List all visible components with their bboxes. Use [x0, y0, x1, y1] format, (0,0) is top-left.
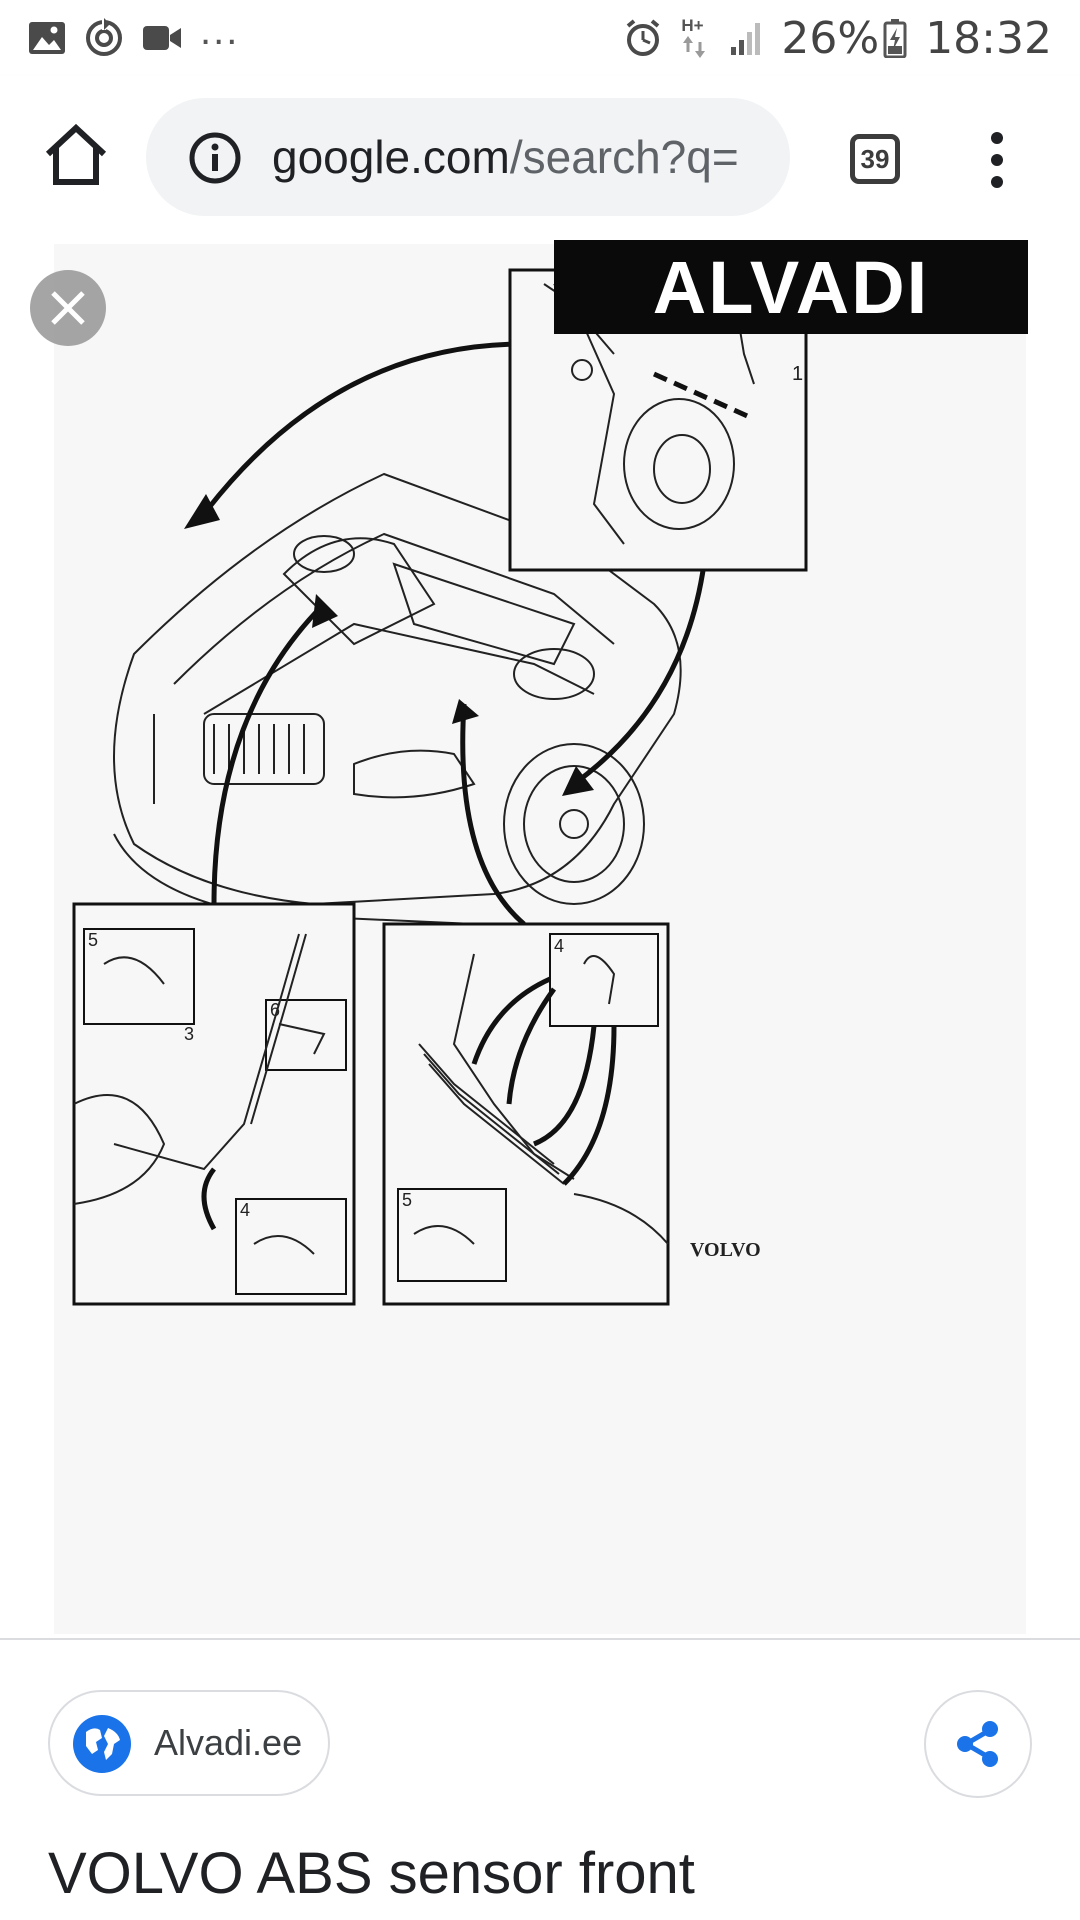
network-type: H+ [681, 16, 711, 60]
info-icon[interactable] [188, 131, 242, 185]
signal-icon [731, 23, 761, 55]
callout-1: 1 [792, 363, 803, 385]
callout-5b: 5 [402, 1190, 412, 1210]
callout-4a: 4 [240, 1200, 250, 1220]
more-notifications: ... [200, 8, 240, 53]
share-icon [957, 1721, 998, 1767]
volvo-mark: VOLVO [690, 1239, 761, 1261]
address-bar[interactable]: google.com/search?q= [146, 98, 790, 216]
url-host: google.com [272, 131, 510, 183]
status-right: H+ 26% 18:32 [623, 13, 1052, 64]
image-viewer: 2 1 5 6 3 4 [0, 240, 1080, 1638]
source-link[interactable]: Alvadi.ee [48, 1690, 330, 1796]
menu-button[interactable] [974, 128, 1020, 192]
status-left: ... [28, 9, 239, 58]
abs-sensor-diagram: 2 1 5 6 3 4 [72, 268, 808, 1306]
callout-4b: 4 [554, 936, 564, 956]
share-button[interactable] [924, 1690, 1032, 1798]
home-icon [45, 123, 107, 185]
sync-icon [86, 18, 122, 56]
preview-image[interactable]: 2 1 5 6 3 4 [54, 244, 1026, 1634]
callout-6: 6 [270, 1000, 280, 1020]
status-bar: ... H+ 26% 18:32 [0, 0, 1080, 76]
gallery-icon [29, 22, 65, 54]
video-icon [143, 26, 181, 50]
result-title[interactable]: VOLVO ABS sensor front [48, 1841, 695, 1906]
url-text[interactable]: google.com/search?q= [272, 98, 772, 216]
home-button[interactable] [40, 120, 112, 192]
alvadi-watermark-text: ALVADI [652, 245, 930, 329]
close-button[interactable] [30, 270, 106, 346]
tab-switcher-button[interactable]: 39 [850, 134, 900, 184]
browser-toolbar: google.com/search?q= 39 [0, 76, 1080, 240]
globe-icon [73, 1715, 131, 1773]
alvadi-watermark: ALVADI [554, 240, 1028, 334]
clock: 18:32 [925, 12, 1052, 64]
url-path: /search?q= [509, 131, 739, 183]
source-site-name: Alvadi.ee [154, 1722, 303, 1763]
close-icon [51, 291, 85, 325]
data-arrows-icon [683, 36, 706, 58]
battery-percent: 26% [781, 12, 880, 64]
battery-icon [883, 19, 907, 58]
callout-5: 5 [88, 930, 98, 950]
tab-count: 39 [860, 143, 890, 174]
alarm-icon [627, 19, 660, 56]
divider [0, 1638, 1080, 1640]
more-vert-icon [991, 132, 1003, 188]
callout-3: 3 [184, 1024, 194, 1044]
network-type-label: H+ [681, 16, 704, 35]
